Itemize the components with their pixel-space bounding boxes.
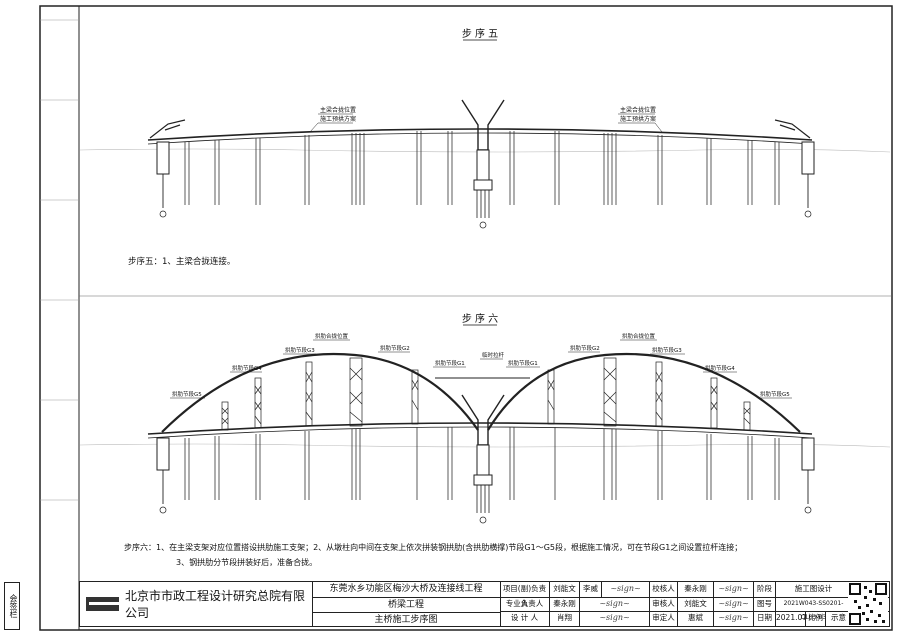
- step5-temporary-supports: [184, 131, 780, 205]
- step6-right-pier: [801, 437, 815, 514]
- step5-label-closure-right: 主梁合拢位置: [620, 106, 656, 114]
- rib-label-closure-left: 拱肋合拢位置: [315, 332, 349, 340]
- inner-border: [78, 5, 893, 631]
- step6-central-pier: [461, 394, 505, 446]
- step6-note-line1: 步序六：1、在主梁支架对应位置搭设拱肋施工支架；2、从墩柱向中间在支架上依次拼装…: [124, 542, 742, 552]
- rib-label-g3-right: 拱肋节段G3: [652, 346, 682, 354]
- step6-title: 步 序 六: [462, 312, 498, 325]
- step5-label-camber-left: 施工预拱方案: [320, 115, 356, 123]
- countersign-stamp: 会签栏: [4, 582, 20, 630]
- title-block: 北京市市政工程设计研究总院有限公司 东莞水乡功能区梅沙大桥及连接线工程 桥梁工程…: [79, 581, 890, 627]
- rib-label-g5-right: 拱肋节段G5: [760, 390, 790, 398]
- step5-title: 步 序 五: [462, 27, 498, 40]
- step6-note-line2: 3、钢拱肋分节段拼装好后，准备合拢。: [176, 557, 317, 567]
- title-row-2: 专业负责人 秦永刚 ~sign~ 审核人 刘能文 ~sign~ 图号 2021W…: [500, 596, 889, 621]
- project-section: 桥梁工程: [312, 598, 500, 614]
- rib-label-g1-right: 拱肋节段G1: [508, 359, 538, 367]
- step5-main-girder: [147, 128, 813, 141]
- step6-left-arch-rib: [161, 352, 479, 433]
- step6-main-girder: [147, 422, 813, 435]
- project-info: 东莞水乡功能区梅沙大桥及连接线工程 桥梁工程 主桥施工步序图: [312, 582, 501, 626]
- step5-note: 步序五：1、主梁合拢连接。: [128, 256, 235, 267]
- step5-central-pier: [461, 99, 505, 151]
- rib-label-g5-left: 拱肋节段G5: [172, 390, 202, 398]
- rib-label-temporary-tie: 临时拉杆: [482, 351, 505, 359]
- company-logo-area: 北京市市政工程设计研究总院有限公司: [80, 582, 313, 626]
- project-name: 东莞水乡功能区梅沙大桥及连接线工程: [312, 582, 500, 598]
- bmedi-logo-icon: [86, 597, 119, 611]
- signature-grid: 项目(副)负责人 刘能文 李威 ~sign~ 校核人 秦永刚 ~sign~ 阶段…: [500, 582, 889, 626]
- title-row-1: 项目(副)负责人 刘能文 李威 ~sign~ 校核人 秦永刚 ~sign~ 阶段…: [500, 582, 889, 608]
- step6-temporary-supports: [184, 427, 780, 500]
- step5-left-pier: [149, 119, 186, 218]
- drawing-name: 主桥施工步序图: [374, 615, 438, 626]
- step5-right-pier: [774, 119, 815, 218]
- qr-code-icon: [848, 582, 888, 626]
- step6-rib-labels: 拱肋节段G5 拱肋节段G4 拱肋节段G3 拱肋节段G2 拱肋合拢位置 拱肋节段G…: [172, 332, 790, 398]
- step6-arch-support-towers: [221, 357, 751, 431]
- step5-label-camber-right: 施工预拱方案: [620, 115, 656, 123]
- rib-label-g4-right: 拱肋节段G4: [705, 364, 735, 372]
- step6-right-arch-rib: [487, 352, 801, 433]
- rib-label-g4-left: 拱肋节段G4: [232, 364, 262, 372]
- rib-label-g2-left: 拱肋节段G2: [380, 344, 410, 352]
- company-name: 北京市市政工程设计研究总院有限公司: [125, 589, 306, 620]
- rib-label-g3-left: 拱肋节段G3: [285, 346, 315, 354]
- rib-label-g2-right: 拱肋节段G2: [570, 344, 600, 352]
- step6-left-pier: [156, 437, 170, 514]
- rib-label-g1-left: 拱肋节段G1: [435, 359, 465, 367]
- title-row-3: 设 计 人 肖翔 ~sign~ 审定人 惠斌 ~sign~ 日期 2021.07…: [500, 611, 889, 626]
- step5-label-closure-left: 主梁合拢位置: [320, 106, 356, 114]
- rib-label-closure-right: 拱肋合拢位置: [622, 332, 656, 340]
